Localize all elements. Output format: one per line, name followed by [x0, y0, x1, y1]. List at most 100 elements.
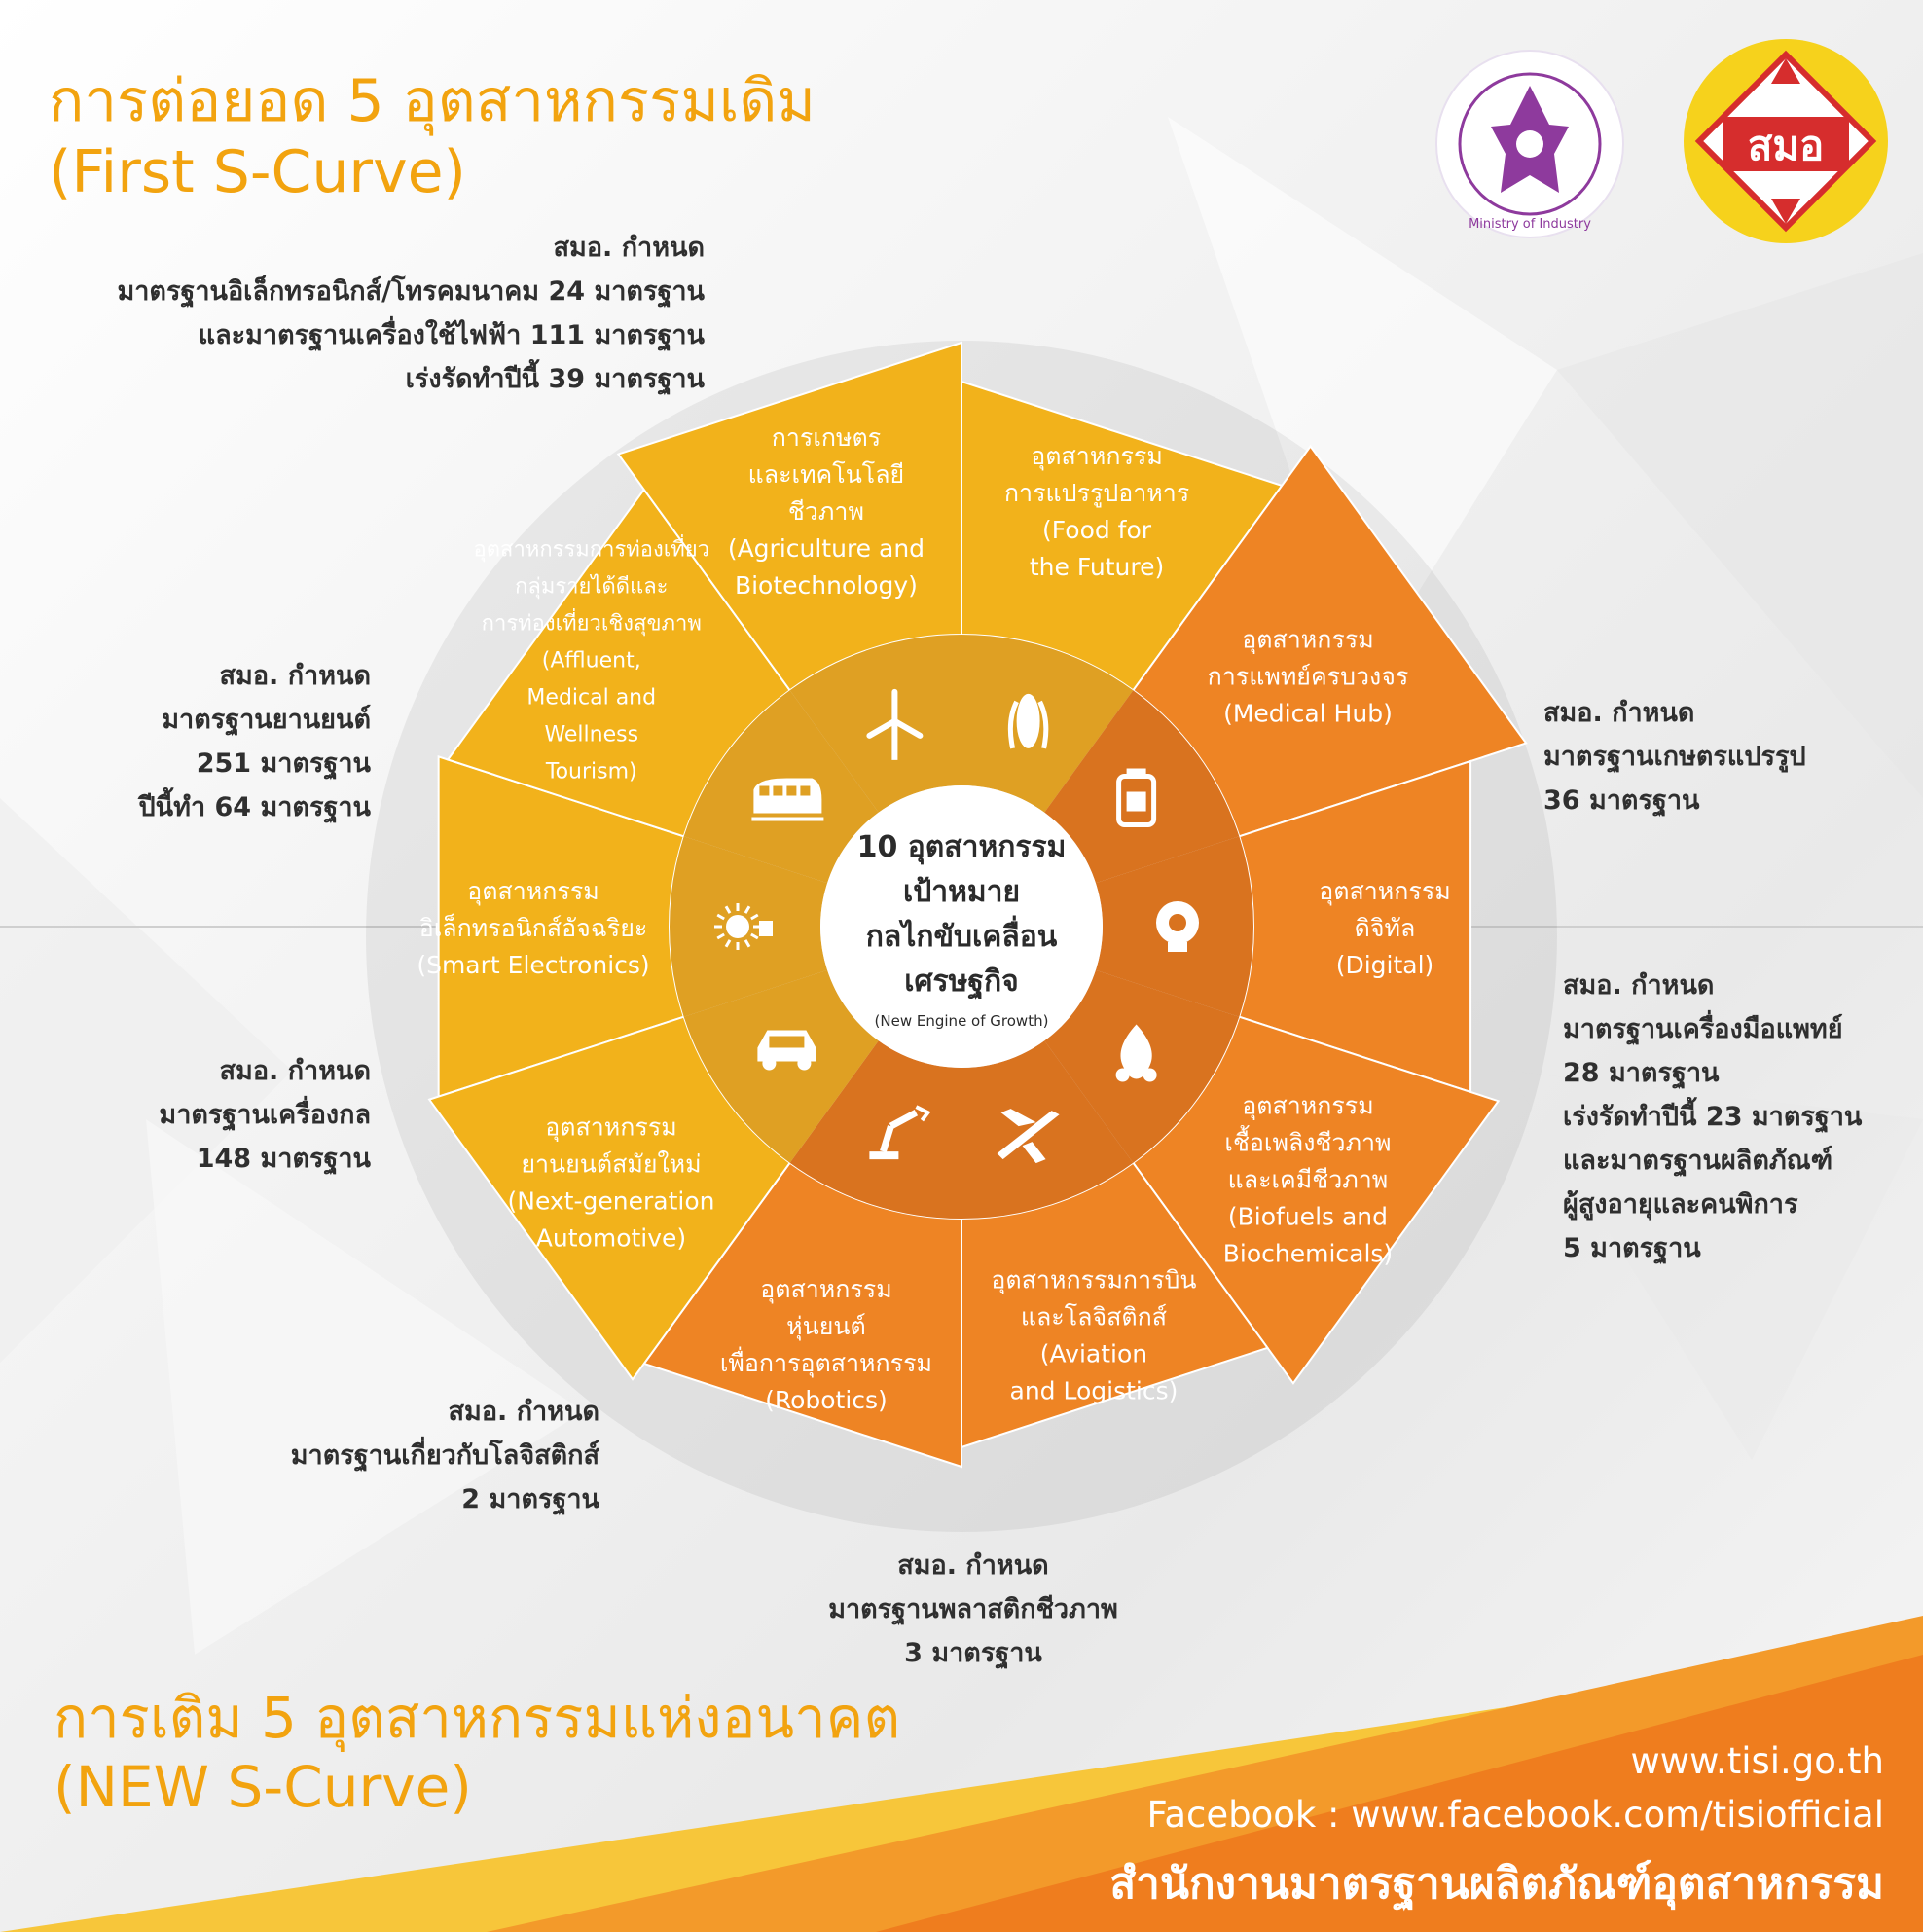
footer-facebook: Facebook : www.facebook.com/tisiofficial — [1146, 1794, 1884, 1836]
segment-label-robotics: หุ่นยนต์ — [786, 1312, 866, 1341]
ministry-of-industry-logo: Ministry of Industry — [1433, 47, 1627, 241]
note-line: และมาตรฐานเครื่องใช้ไฟฟ้า 111 มาตรฐาน — [198, 320, 705, 350]
segment-label-agriculture: ชีวภาพ — [788, 497, 864, 526]
segment-label-tourism: (Affluent, — [542, 649, 641, 674]
new-s-curve-title-english: (NEW S-Curve) — [54, 1753, 472, 1820]
first-s-curve-title-thai: การต่อยอด 5 อุตสาหกรรมเดิม — [49, 67, 816, 135]
first-s-curve-title-english: (First S-Curve) — [49, 138, 466, 207]
footer-band-deep-orange — [876, 1655, 1923, 1932]
corn-icon — [1007, 693, 1049, 749]
food-standards-note: สมอ. กำหนด มาตรฐานเกษตรแปรรูป 36 มาตรฐาน — [1543, 691, 1806, 822]
robot-arm-icon — [869, 1105, 931, 1160]
segment-label-biofuels: Biochemicals) — [1223, 1240, 1393, 1268]
note-line: 5 มาตรฐาน — [1563, 1233, 1701, 1263]
note-line: มาตรฐานเกษตรแปรรูป — [1543, 742, 1806, 772]
center-line3: กลไกขับเคลื่อน — [866, 915, 1058, 954]
segment-label-smart-electronics: อิเล็กทรอนิกส์อัจฉริยะ — [419, 913, 648, 942]
medicine-bottle-icon — [1116, 768, 1157, 828]
segment-label-smart-electronics: อุตสาหกรรม — [467, 877, 599, 906]
segment-label-digital: อุตสาหกรรม — [1319, 877, 1451, 906]
segment-label-aviation: and Logistics) — [1010, 1376, 1179, 1404]
segment-label-food: การแปรรูปอาหาร — [1004, 479, 1189, 508]
note-line: เร่งรัดทำปีนี้ 39 มาตรฐาน — [405, 364, 705, 394]
segment-label-agriculture: Biotechnology) — [735, 571, 918, 600]
segment-label-automotive: (Next-generation — [507, 1187, 714, 1216]
note-line: สมอ. กำหนด — [219, 1056, 371, 1086]
segment-label-food: อุตสาหกรรม — [1031, 442, 1163, 471]
note-line: 2 มาตรฐาน — [461, 1484, 599, 1514]
segment-label-agriculture: การเกษตร — [772, 423, 881, 452]
note-line: สมอ. กำหนด — [897, 1550, 1049, 1581]
note-line: มาตรฐานอิเล็กทรอนิกส์/โทรคมนาคม 24 มาตรฐ… — [117, 276, 705, 307]
electronics-standards-note: สมอ. กำหนด มาตรฐานอิเล็กทรอนิกส์/โทรคมนา… — [117, 226, 705, 401]
inner-ring-robotics — [789, 1040, 962, 1219]
center-line1: 10 อุตสาหกรรม — [857, 830, 1067, 865]
segment-label-tourism: อุตสาหกรรมการท่องเที่ยว — [474, 534, 709, 563]
segment-label-medical-hub: การแพทย์ครบวงจร — [1208, 662, 1409, 690]
segment-label-smart-electronics: (Smart Electronics) — [417, 951, 649, 979]
segment-label-aviation: (Aviation — [1040, 1339, 1147, 1367]
note-line: 148 มาตรฐาน — [196, 1144, 371, 1174]
note-line: 251 มาตรฐาน — [196, 748, 371, 779]
segment-label-automotive: ยานยนต์สมัยใหม่ — [521, 1150, 701, 1179]
ministry-logo-caption: Ministry of Industry — [1469, 217, 1591, 232]
airplane-icon — [997, 1109, 1060, 1164]
segment-label-tourism: Medical and — [526, 686, 656, 711]
segment-label-automotive: Automotive) — [536, 1224, 686, 1253]
note-line: สมอ. กำหนด — [1543, 698, 1695, 728]
car-icon — [757, 1030, 816, 1071]
segment-label-biofuels: อุตสาหกรรม — [1242, 1092, 1374, 1121]
segment-label-tourism: การท่องเที่ยวเชิงสุขภาพ — [482, 608, 702, 637]
note-line: มาตรฐานเกี่ยวกับโลจิสติกส์ — [290, 1440, 599, 1471]
inner-ring-agriculture — [789, 635, 962, 813]
segment-label-robotics: (Robotics) — [765, 1386, 888, 1414]
note-line: เร่งรัดทำปีนี้ 23 มาตรฐาน — [1563, 1102, 1863, 1132]
first-s-curve-heading: การต่อยอด 5 อุตสาหกรรมเดิม (First S-Curv… — [49, 66, 816, 208]
segment-label-biofuels: เชื้อเพลิงชีวภาพ — [1224, 1125, 1391, 1157]
tisi-logo-text: สมอ — [1748, 122, 1825, 169]
medical-standards-note: สมอ. กำหนด มาตรฐานเครื่องมือแพทย์ 28 มาต… — [1563, 964, 1862, 1270]
segment-label-agriculture: และเทคโนโลยี — [748, 460, 905, 489]
note-line: มาตรฐานเครื่องกล — [159, 1100, 371, 1130]
note-line: สมอ. กำหนด — [219, 661, 371, 691]
center-line2: เป้าหมาย — [903, 875, 1020, 909]
segment-label-tourism: กลุ่มรายได้ดีและ — [515, 574, 668, 600]
footer-org-name: สำนักงานมาตรฐานผลิตภัณฑ์อุตสาหกรรม — [1109, 1859, 1884, 1909]
inner-ring-aviation — [962, 1040, 1134, 1219]
segment-label-digital: ดิจิทัล — [1355, 914, 1416, 942]
new-s-curve-title-thai: การเติม 5 อุตสาหกรรมแห่งอนาคต — [54, 1685, 901, 1751]
segment-label-aviation: อุตสาหกรรมการบิน — [991, 1265, 1196, 1294]
segment-label-aviation: และโลจิสติกส์ — [1021, 1302, 1167, 1331]
segment-label-biofuels: (Biofuels and — [1228, 1203, 1388, 1231]
segment-label-digital: (Digital) — [1336, 951, 1434, 979]
note-line: ปีนี้ทำ 64 มาตรฐาน — [138, 792, 371, 822]
segment-label-food: (Food for — [1042, 516, 1152, 544]
segment-label-medical-hub: (Medical Hub) — [1223, 699, 1393, 727]
note-line: สมอ. กำหนด — [1563, 970, 1715, 1001]
new-s-curve-heading: การเติม 5 อุตสาหกรรมแห่งอนาคต (NEW S-Cur… — [54, 1684, 900, 1822]
robotics-standards-note: สมอ. กำหนด มาตรฐานเครื่องกล 148 มาตรฐาน — [159, 1049, 371, 1181]
wind-turbine-icon — [866, 688, 924, 760]
note-line: 3 มาตรฐาน — [904, 1638, 1042, 1668]
bioplastics-standards-note: สมอ. กำหนด มาตรฐานพลาสติกชีวภาพ 3 มาตรฐา… — [779, 1544, 1168, 1675]
note-line: สมอ. กำหนด — [553, 233, 705, 263]
note-line: มาตรฐานเครื่องมือแพทย์ — [1563, 1014, 1843, 1044]
sun-plug-icon — [714, 903, 773, 950]
inner-ring-automotive — [683, 969, 879, 1163]
segment-label-tourism: Tourism) — [545, 760, 637, 784]
note-line: มาตรฐานยานยนต์ — [162, 705, 371, 735]
center-line4: เศรษฐกิจ — [904, 965, 1018, 1001]
note-line: สมอ. กำหนด — [448, 1397, 599, 1427]
segment-label-biofuels: และเคมีชีวภาพ — [1228, 1166, 1389, 1194]
logistics-standards-note: สมอ. กำหนด มาตรฐานเกี่ยวกับโลจิสติกส์ 2 … — [291, 1390, 599, 1521]
flame-icon — [1115, 1024, 1157, 1082]
automotive-standards-note: สมอ. กำหนด มาตรฐานยานยนต์ 251 มาตรฐาน ปี… — [139, 654, 371, 829]
center-circle — [820, 785, 1103, 1068]
note-line: และมาตรฐานผลิตภัณฑ์ — [1563, 1146, 1833, 1176]
segment-label-tourism: Wellness — [544, 723, 638, 747]
segment-label-automotive: อุตสาหกรรม — [545, 1113, 677, 1143]
segment-label-medical-hub: อุตสาหกรรม — [1242, 625, 1374, 654]
note-line: มาตรฐานพลาสติกชีวภาพ — [828, 1594, 1118, 1624]
